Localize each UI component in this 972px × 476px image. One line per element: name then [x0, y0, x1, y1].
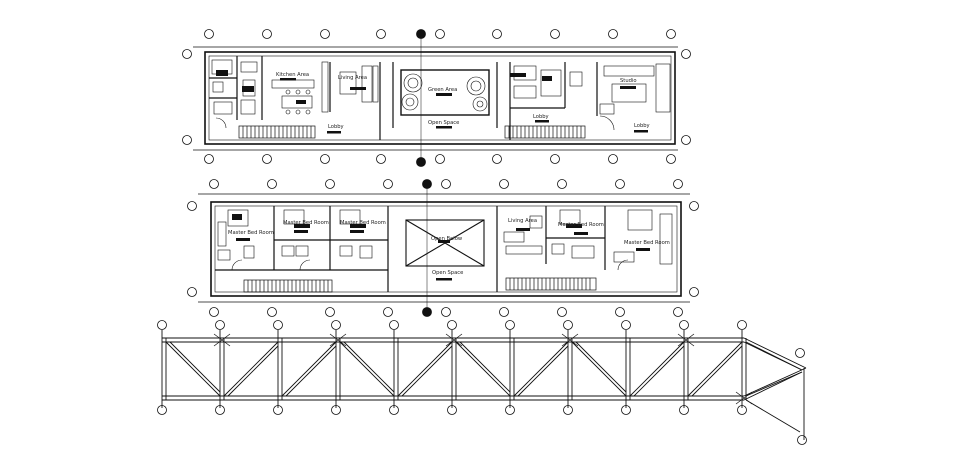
truss-diagonals — [165, 341, 803, 397]
plan1-trees — [401, 73, 488, 112]
truss-node-ticks — [213, 333, 753, 405]
plan2-label-master-3: Master Bed Room — [340, 220, 386, 226]
plan2-label-open-space: Open Space — [432, 270, 463, 276]
plan2-partitions — [215, 206, 606, 292]
plan2-room-tags — [232, 214, 650, 281]
plan2-stairs-right — [505, 277, 597, 291]
plan2-label-master-1: Master Bed Room — [228, 230, 274, 236]
plan1-label-lobby-right: Lobby — [533, 114, 549, 120]
floor-plan-2: Master Bed Room Master Bed Room Master B… — [187, 179, 699, 317]
plan2-label-living: Living Area — [508, 218, 537, 224]
plan1-green-area-border — [400, 69, 490, 116]
plan1-label-kitchen: Kitchen Area — [276, 72, 309, 78]
truss-posts — [161, 330, 747, 408]
truss-grid-bottom — [157, 405, 807, 445]
plan1-label-lobby-far: Lobby — [634, 123, 650, 129]
plan1-label-living: Living Area — [338, 75, 367, 81]
truss-chords — [162, 337, 807, 440]
truss-frame-plan — [157, 320, 807, 445]
plan2-furniture — [217, 209, 673, 271]
plan1-grid-top — [182, 29, 691, 145]
plan1-label-green: Green Area — [428, 87, 457, 93]
plan1-outer-wall — [204, 51, 676, 145]
plan1-partitions — [209, 56, 598, 140]
plan1-label-lobby-left: Lobby — [328, 124, 344, 130]
plan1-stairs-right — [504, 125, 586, 139]
plan2-grid-bottom — [198, 301, 690, 317]
plan2-outer-wall — [210, 201, 682, 297]
plan1-room-tags — [216, 70, 648, 134]
floor-plan-1: Kitchen Area Living Area Green Area Open… — [182, 29, 691, 167]
plan2-label-master-5: Master Bed Room — [624, 240, 670, 246]
plan1-stairs-left — [238, 125, 316, 139]
plan2-label-master-2: Master Bed Room — [283, 220, 329, 226]
plan1-label-open-space: Open Space — [428, 120, 459, 126]
plan2-label-master-4: Master Bed Room — [558, 222, 604, 228]
truss-grid-top — [157, 320, 805, 358]
plan1-grid-bottom — [193, 149, 678, 167]
plan2-stairs-left — [243, 279, 333, 293]
plan1-label-studio: Studio — [620, 78, 637, 84]
plan2-label-open-below: Open Below — [431, 236, 463, 242]
